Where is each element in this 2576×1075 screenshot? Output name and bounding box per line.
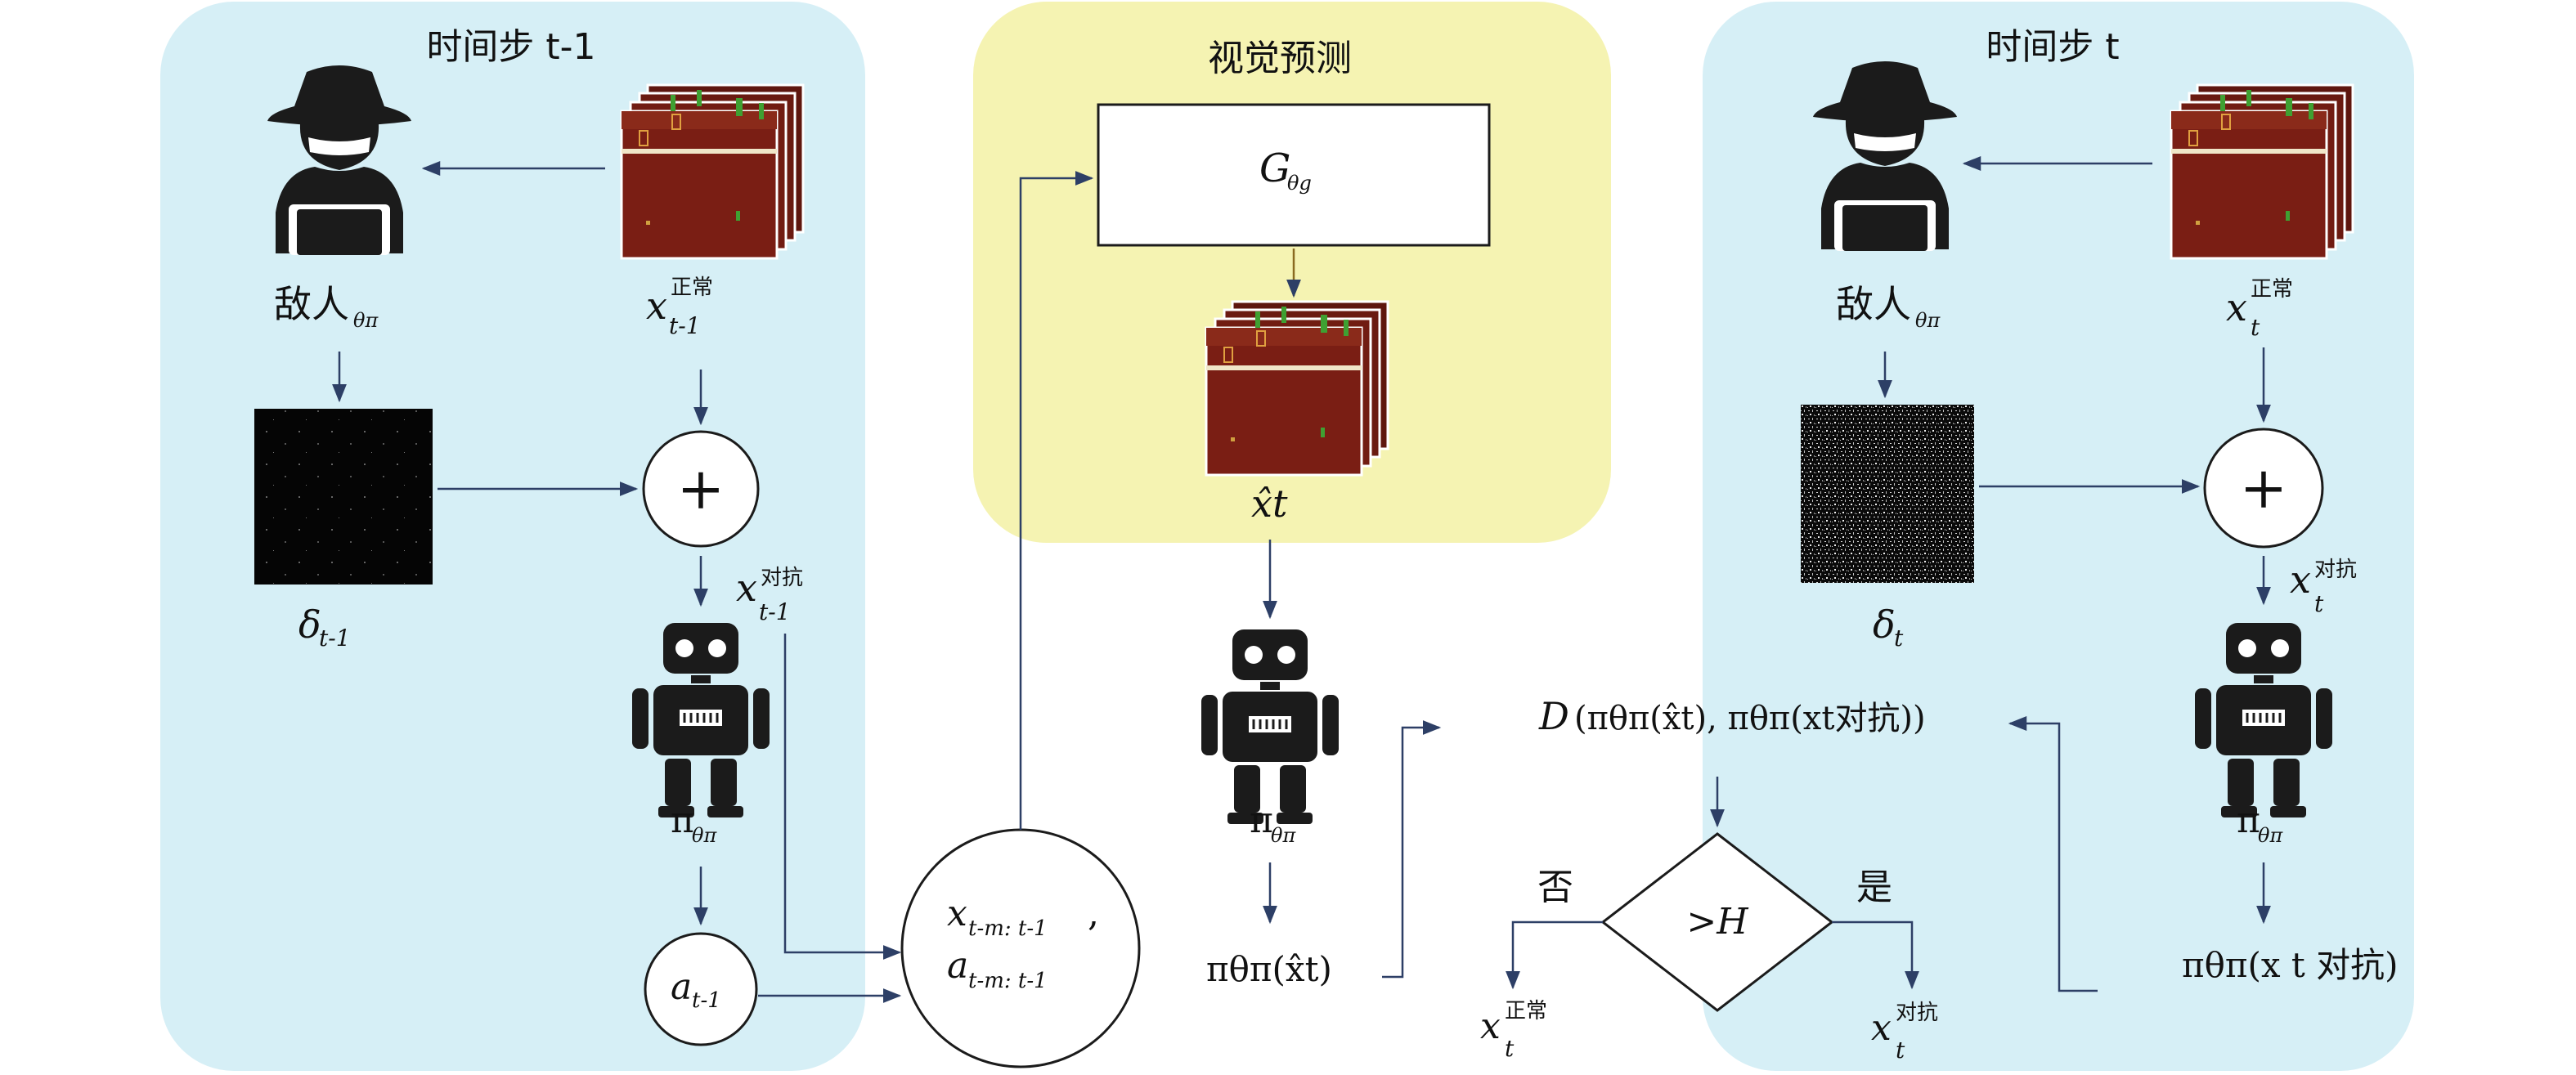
enemy-label-left: 敌人 (274, 282, 349, 326)
threshold-label: >H (1686, 901, 1749, 943)
x-normal-sub-right: t (2251, 314, 2260, 341)
panel-title-right: 时间步 t (1986, 26, 2119, 68)
x-adv-sub-right: t (2314, 590, 2324, 617)
x-adv-sup-right: 对抗 (2314, 558, 2357, 582)
arrow-decision-yes (1832, 920, 1919, 990)
memory-x-sub: t-m: t-1 (968, 916, 1048, 941)
policy-sub-left: θπ (692, 824, 717, 847)
generator-sub: θg (1287, 172, 1312, 195)
noise-image-icon-left (254, 409, 433, 585)
arrow-memory-to-generator (1019, 171, 1094, 830)
x-adv-output-sup: 对抗 (1896, 1001, 1938, 1025)
arrow-xadv-to-memory (783, 634, 902, 960)
enemy-subscript-left: θπ (353, 309, 379, 332)
plus-operator-left (642, 430, 760, 548)
noise-image-icon-right (1801, 405, 1974, 583)
delta-label-left: δ (298, 602, 321, 647)
distance-expression: (πθπ(x̂t), πθπ(xt对抗)) (1574, 700, 1926, 737)
policy-label-right: π (2237, 800, 2260, 841)
arrow-right-output-to-distance (2008, 716, 2098, 992)
memory-a-label: a (947, 945, 968, 987)
delta-label-right: δ (1873, 602, 1896, 647)
action-label-left: a (671, 966, 692, 1008)
x-normal-output-sup: 正常 (1505, 999, 1547, 1023)
enemy-subscript-right: θπ (1915, 309, 1941, 332)
x-adv-label-right: x (2290, 558, 2311, 602)
x-adv-output-sub: t (1896, 1037, 1905, 1064)
delta-sub-left: t-1 (319, 625, 351, 652)
memory-comma: , (1088, 893, 1099, 934)
memory-x-label: x (947, 893, 967, 934)
x-normal-sup-left: 正常 (671, 275, 713, 300)
yes-label: 是 (1856, 867, 1892, 908)
action-node-left (644, 932, 758, 1046)
arrow-center-output-to-distance (1382, 720, 1442, 979)
x-adv-sup-left: 对抗 (761, 566, 803, 590)
no-label: 否 (1537, 867, 1573, 908)
game-frame-stack-icon (620, 83, 805, 260)
delta-sub-right: t (1894, 625, 1904, 652)
plus-sign-right: + (2240, 455, 2288, 522)
generator-box (1097, 103, 1491, 247)
arrow-decision-no (1506, 920, 1603, 990)
x-normal-sub-left: t-1 (669, 312, 701, 339)
policy-sub-right: θπ (2258, 824, 2283, 847)
policy-label-center: π (1250, 800, 1273, 841)
policy-output-right: πθπ(x t 对抗) (2182, 945, 2399, 985)
x-normal-output-sub: t (1505, 1035, 1515, 1062)
panel-title-left: 时间步 t-1 (426, 26, 595, 68)
x-normal-label-left: x (646, 284, 667, 328)
enemy-label-right: 敌人 (1836, 282, 1911, 326)
memory-node (900, 828, 1141, 1068)
x-normal-label-right: x (2226, 285, 2247, 329)
x-adv-label-left: x (736, 566, 757, 610)
x-normal-output-label: x (1480, 1006, 1501, 1047)
plus-operator-right (2203, 428, 2324, 549)
game-frame-stack-icon-predicted (1205, 300, 1389, 477)
plus-sign-left: + (677, 455, 725, 522)
policy-sub-center: θπ (1271, 824, 1296, 847)
generator-label: G (1259, 146, 1290, 191)
x-normal-sup-right: 正常 (2251, 277, 2293, 302)
threshold-decision-diamond (1600, 832, 1834, 1012)
distance-label: D (1538, 694, 1569, 738)
memory-a-sub: t-m: t-1 (968, 969, 1048, 993)
x-adv-output-label: x (1871, 1007, 1892, 1049)
policy-output-center: πθπ(x̂t) (1206, 949, 1332, 989)
game-frame-stack-icon-right (2170, 83, 2354, 260)
robot-icon-center (1200, 628, 1340, 826)
x-adv-sub-left: t-1 (759, 598, 791, 625)
policy-label-left: π (671, 800, 694, 841)
predicted-frame-label: x̂t (1251, 482, 1288, 526)
action-sub-left: t-1 (692, 988, 721, 1013)
panel-title-center: 视觉预测 (1208, 38, 1352, 79)
